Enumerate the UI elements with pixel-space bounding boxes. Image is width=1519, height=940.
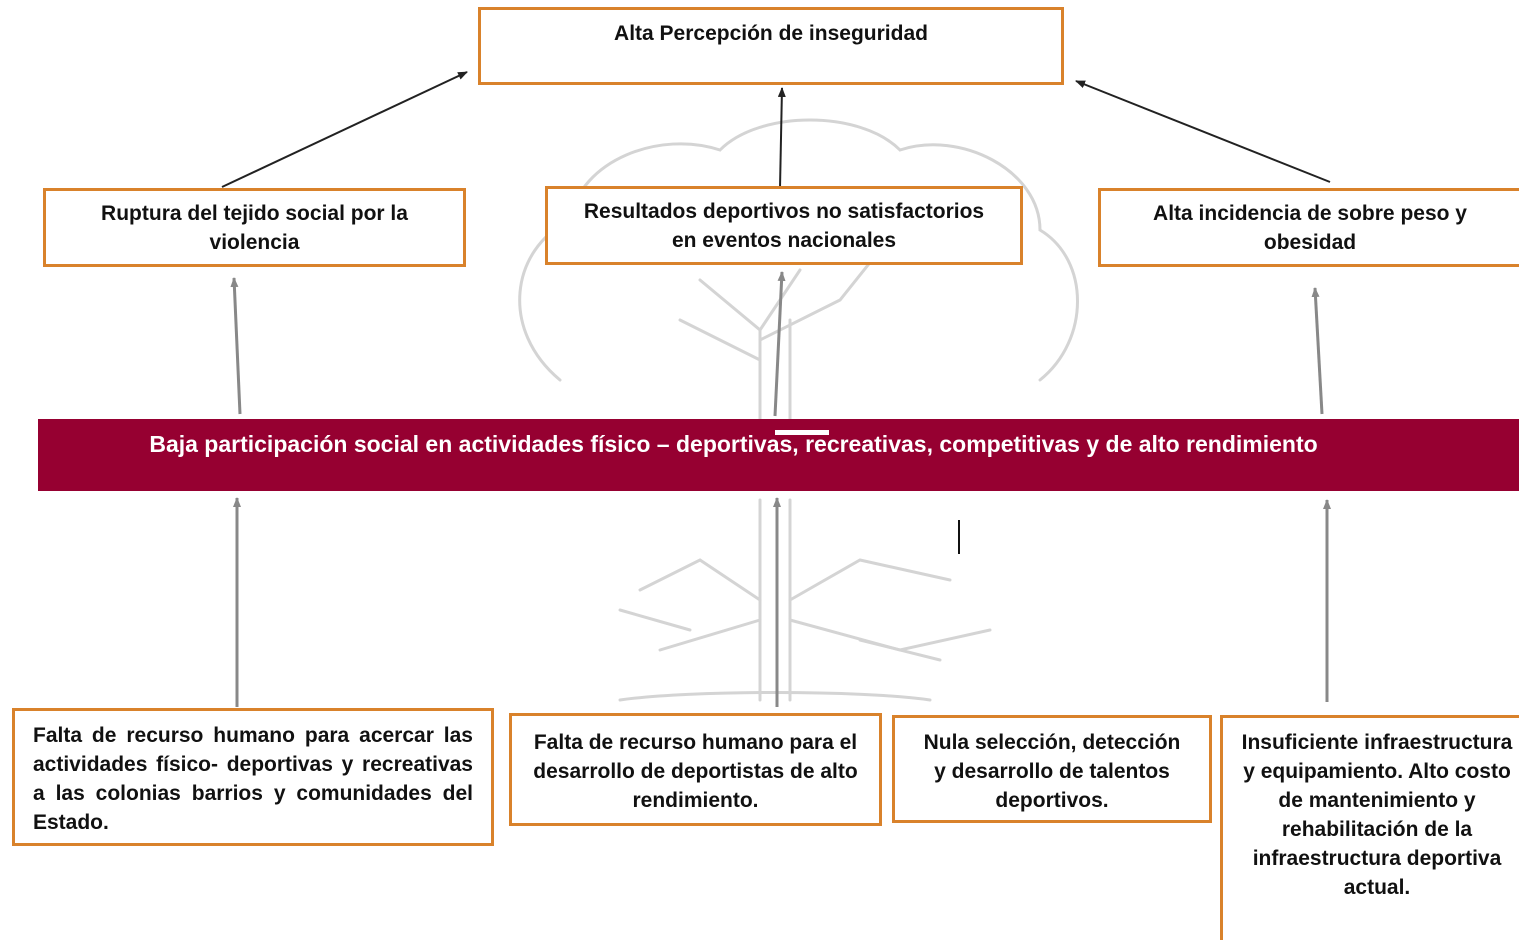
cause-box-4: Insuficiente infraestructura y equipamie… bbox=[1220, 715, 1519, 940]
arrow-banner-to-center-effect bbox=[773, 271, 786, 417]
top-effect-box: Alta Percepción de inseguridad bbox=[478, 7, 1064, 85]
effect-box-2: Resultados deportivos no satisfactorios … bbox=[545, 186, 1023, 265]
cause-text-3: Nula selección, detección y desarrollo d… bbox=[923, 731, 1181, 812]
cause-text-1: Falta de recurso humano para acercar las… bbox=[33, 724, 473, 834]
central-problem-banner: Baja participación social en actividades… bbox=[38, 419, 1519, 491]
effect-text-2: Resultados deportivos no satisfactorios … bbox=[583, 199, 985, 252]
arrow-banner-to-left-effect bbox=[230, 277, 242, 415]
cause-box-2: Falta de recurso humano para el desarrol… bbox=[509, 713, 882, 826]
cause-box-3: Nula selección, detección y desarrollo d… bbox=[892, 715, 1212, 823]
effect-box-3: Alta incidencia de sobre peso y obesidad bbox=[1098, 188, 1519, 267]
cause-text-2: Falta de recurso humano para el desarrol… bbox=[533, 731, 858, 812]
text-cursor-mark bbox=[958, 520, 960, 554]
banner-highlight-mark bbox=[775, 430, 829, 435]
cause-box-1: Falta de recurso humano para acercar las… bbox=[12, 708, 494, 846]
effect-text-1: Ruptura del tejido social por la violenc… bbox=[101, 201, 408, 254]
arrow-center-effect-to-top bbox=[777, 87, 786, 189]
top-effect-text: Alta Percepción de inseguridad bbox=[614, 22, 928, 45]
arrow-banner-to-right-effect bbox=[1311, 287, 1324, 415]
arrow-right-effect-to-top bbox=[1075, 80, 1331, 183]
central-problem-text: Baja participación social en actividades… bbox=[149, 430, 1318, 457]
arrow-left-effect-to-top bbox=[221, 71, 468, 188]
effect-text-3: Alta incidencia de sobre peso y obesidad bbox=[1153, 201, 1467, 254]
cause-text-4: Insuficiente infraestructura y equipamie… bbox=[1241, 731, 1513, 899]
effect-box-1: Ruptura del tejido social por la violenc… bbox=[43, 188, 466, 267]
